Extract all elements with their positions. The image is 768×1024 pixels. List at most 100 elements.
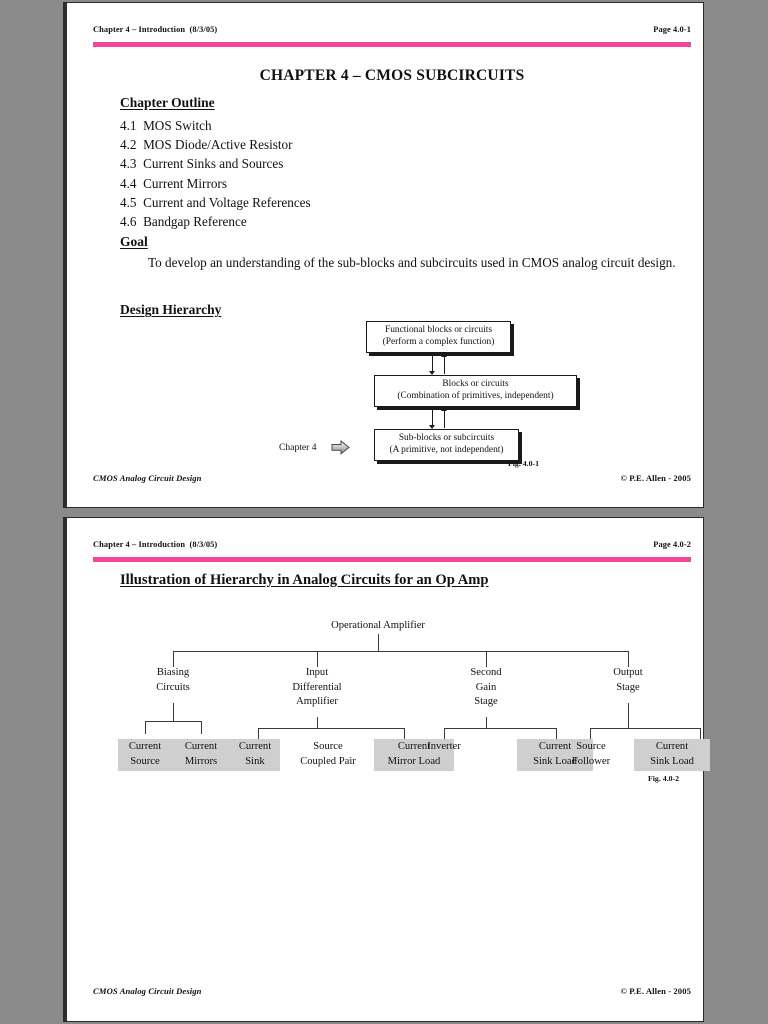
leaf-current-source: Current Source <box>118 739 172 771</box>
op-amp-hierarchy-tree: Operational Amplifier Biasing Circuits I… <box>93 518 710 1021</box>
tree-node-biasing-line-1: Biasing <box>156 667 190 678</box>
outline-item-4-6: 4.6 Bandgap Reference <box>120 214 247 230</box>
leaf-source-coupled-pair-line-1: Source <box>313 741 343 752</box>
design-hierarchy-heading: Design Hierarchy <box>120 302 222 317</box>
hierarchy-connector-1-up-stem <box>444 355 446 374</box>
footer-copyright-2: © P.E. Allen - 2005 <box>620 986 691 996</box>
hierarchy-connector-1-down-stem <box>432 354 434 373</box>
leaf-current-mirror-load: Current Mirror Load <box>374 739 454 771</box>
slide-page-2: Chapter 4 – Introduction (8/3/05) Page 4… <box>63 517 710 1022</box>
hierarchy-connector-2-down-stem <box>432 408 434 427</box>
hierarchy-box-functional-blocks: Functional blocks or circuits (Perform a… <box>366 321 511 353</box>
tree-drop-inverter <box>444 728 446 740</box>
header-accent-bar-2 <box>93 557 691 562</box>
leaf-current-sink-load-1-line-2: Sink Load <box>533 755 577 767</box>
hierarchy-connector-2-down-head <box>429 425 435 429</box>
leaf-current-mirror-load-line-2: Mirror Load <box>387 755 441 767</box>
tree-drop-biasing <box>173 651 175 667</box>
tree-root-stem <box>378 634 380 652</box>
tree-drop-current-source <box>145 721 147 734</box>
outline-item-4-3: 4.3 Current Sinks and Sources <box>120 156 284 172</box>
hierarchy-connector-2-up-stem <box>444 409 446 428</box>
leaf-source-follower-line-2: Follower <box>571 755 611 767</box>
leaf-current-mirrors-line-2: Mirrors <box>184 755 218 767</box>
goal-body-text: To develop an understanding of the sub-b… <box>148 255 676 270</box>
tree-node-output-line-2: Stage <box>616 681 640 693</box>
page-title: CHAPTER 4 – CMOS SUBCIRCUITS <box>259 67 525 84</box>
tree-bus-output <box>590 728 701 730</box>
hierarchy-box-3-line-2: (A primitive, not independent) <box>389 445 504 456</box>
outline-item-4-5: 4.5 Current and Voltage References <box>120 194 311 210</box>
page-1-footer: CMOS Analog Circuit Design © P.E. Allen … <box>93 473 691 483</box>
hierarchy-box-sub-blocks: Sub-blocks or subcircuits (A primitive, … <box>374 429 519 461</box>
tree-drop-input-diff <box>317 651 319 667</box>
hierarchy-connector-2-up-head <box>441 407 447 411</box>
tree-drop-source-coupled-pair <box>258 728 260 740</box>
outline-item-4-1: 4.1 MOS Switch <box>120 118 212 133</box>
hierarchy-connector-1-up-head <box>441 353 447 357</box>
tree-drop-current-sink-load-1 <box>556 728 558 740</box>
tree-stem-output <box>628 703 630 728</box>
hierarchy-box-1-line-1: Functional blocks or circuits <box>384 325 492 335</box>
tree-level-1-bus <box>173 651 629 653</box>
leaf-current-source-line-1: Current <box>128 741 162 752</box>
tree-node-input-differential-amplifier: Input Differential Amplifier <box>267 666 367 710</box>
tree-stem-input-diff <box>317 717 319 729</box>
leaf-current-mirrors-line-1: Current <box>184 741 218 752</box>
tree-node-second-line-1: Second <box>470 667 502 678</box>
leaf-inverter-line-1: Inverter <box>427 741 461 752</box>
figure-caption-4-0-2: Fig. 4.0-2 <box>648 774 679 783</box>
tree-drop-output <box>628 651 630 667</box>
tree-stem-second-gain <box>486 717 488 729</box>
leaf-current-sink-line-1: Current <box>238 741 272 752</box>
leaf-source-follower: Source Follower <box>557 739 625 771</box>
leaf-current-sink-load-1-line-1: Current <box>538 741 572 752</box>
tree-node-input-line-1: Input <box>305 667 329 678</box>
leaf-source-coupled-pair-line-2: Coupled Pair <box>300 755 356 767</box>
hierarchy-box-blocks-or-circuits: Blocks or circuits (Combination of primi… <box>374 375 577 407</box>
tree-node-biasing-circuits: Biasing Circuits <box>133 666 213 695</box>
header-chapter-label: Chapter 4 – Introduction (8/3/05) <box>93 25 218 34</box>
tree-bus-biasing <box>145 721 202 723</box>
header-accent-bar <box>93 42 691 47</box>
header-chapter-label-2: Chapter 4 – Introduction (8/3/05) <box>93 540 218 549</box>
figure-caption-4-0-1: Fig. 4.0-1 <box>508 459 539 468</box>
leaf-source-coupled-pair: Source Coupled Pair <box>282 739 374 771</box>
hierarchy-box-3-line-1: Sub-blocks or subcircuits <box>398 433 495 443</box>
goal-heading: Goal <box>120 234 148 249</box>
tree-drop-current-sink-load-2 <box>700 728 702 740</box>
outline-item-4-4: 4.4 Current Mirrors <box>120 175 227 191</box>
tree-node-input-line-3: Amplifier <box>296 696 338 708</box>
tree-drop-current-mirrors <box>201 721 203 734</box>
leaf-current-sink-load-2: Current Sink Load <box>634 739 710 771</box>
footer-book-title-2: CMOS Analog Circuit Design <box>93 986 202 996</box>
page-2-header: Chapter 4 – Introduction (8/3/05) Page 4… <box>93 540 691 549</box>
chapter-outline-heading: Chapter Outline <box>120 95 215 110</box>
leaf-source-follower-line-1: Source <box>576 741 606 752</box>
page-2-title: Illustration of Hierarchy in Analog Circ… <box>120 572 489 588</box>
right-arrow-icon <box>331 439 350 455</box>
leaf-current-source-line-2: Source <box>130 755 160 767</box>
leaf-current-sink-load-2-line-1: Current <box>655 741 689 752</box>
page-2-content-area: Chapter 4 – Introduction (8/3/05) Page 4… <box>93 518 710 1021</box>
page-2-footer: CMOS Analog Circuit Design © P.E. Allen … <box>93 986 691 996</box>
tree-node-second-line-2: Gain <box>475 681 497 693</box>
tree-node-second-line-3: Stage <box>474 696 498 708</box>
footer-copyright: © P.E. Allen - 2005 <box>620 473 691 483</box>
page-1-content-area: Chapter 4 – Introduction (8/3/05) Page 4… <box>93 3 691 507</box>
tree-bus-input-diff <box>258 728 405 730</box>
leaf-current-sink-load-2-line-2: Sink Load <box>650 755 694 767</box>
chapter-4-pointer-label: Chapter 4 <box>279 442 317 453</box>
hierarchy-connector-1-down-head <box>429 371 435 375</box>
header-page-number-2: Page 4.0-2 <box>653 540 691 549</box>
footer-book-title: CMOS Analog Circuit Design <box>93 473 202 483</box>
chapter-outline-list: 4.1 MOS Switch 4.2 MOS Diode/Active Resi… <box>120 116 311 231</box>
hierarchy-box-2-line-2: (Combination of primitives, independent) <box>397 391 554 402</box>
leaf-current-sink-load-1: Current Sink Load <box>517 739 593 771</box>
tree-node-output-line-1: Output <box>613 667 643 678</box>
tree-node-output-stage: Output Stage <box>588 666 668 695</box>
leaf-current-sink-line-2: Sink <box>245 755 265 767</box>
tree-node-second-gain-stage: Second Gain Stage <box>446 666 526 710</box>
tree-node-input-line-2: Differential <box>292 681 342 693</box>
leaf-current-sink: Current Sink <box>230 739 280 771</box>
